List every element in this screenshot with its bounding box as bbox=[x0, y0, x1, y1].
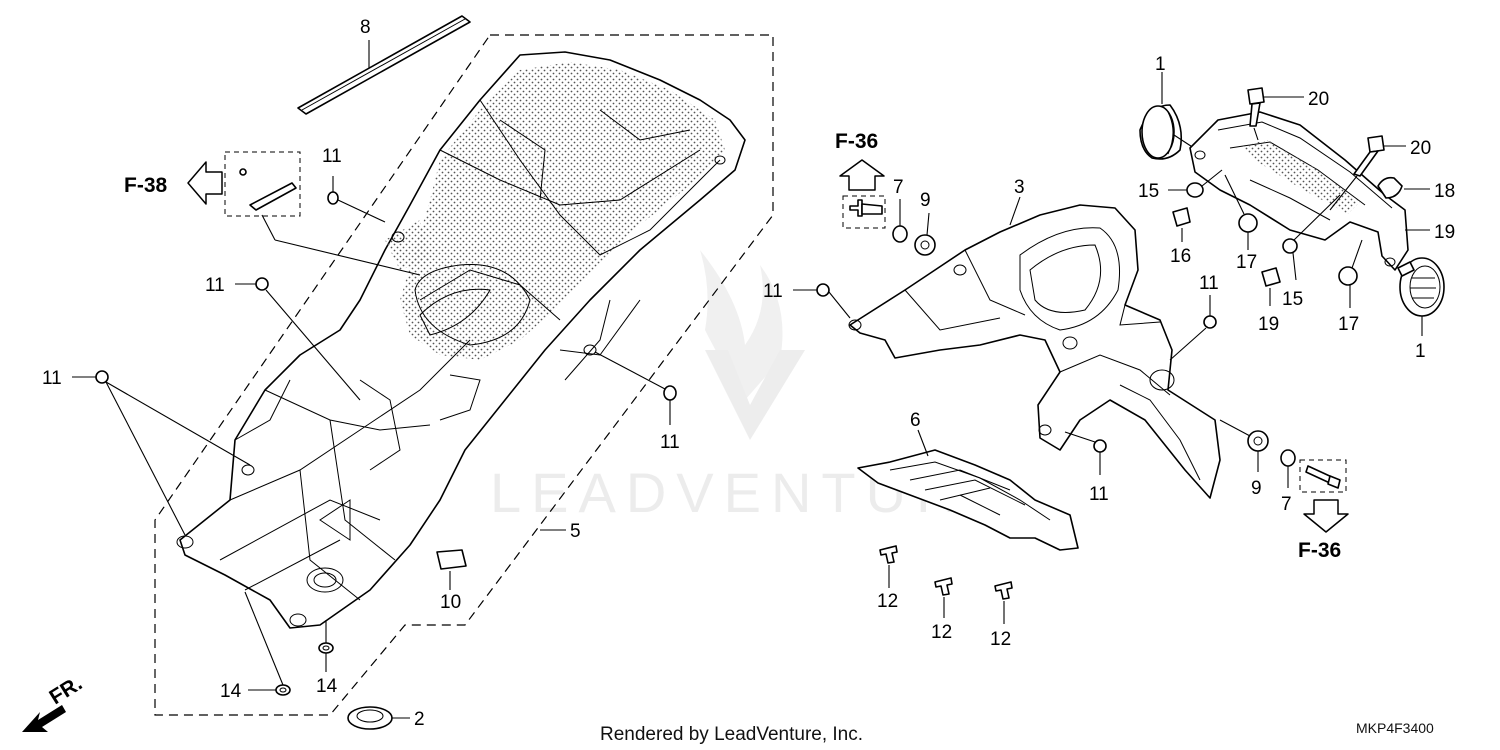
f38-reference: F-38 bbox=[124, 174, 168, 197]
fastener-11-right: 11 bbox=[594, 351, 680, 453]
callout-6: 6 bbox=[910, 410, 921, 431]
f36-top-arrow bbox=[839, 159, 885, 191]
screw-12-a: 12 bbox=[877, 545, 898, 612]
diagram-code: MKP4F3400 bbox=[1356, 720, 1434, 736]
screw-12-b: 12 bbox=[931, 577, 953, 643]
reflector-bracket-group: 1 19 20 20 15 bbox=[1138, 54, 1455, 362]
screw-12-c: 12 bbox=[990, 581, 1013, 650]
callout-20-b: 20 bbox=[1410, 138, 1431, 159]
callout-11-rear-left: 11 bbox=[763, 281, 783, 302]
callout-12-b: 12 bbox=[931, 622, 952, 643]
callout-18: 18 bbox=[1434, 181, 1455, 202]
callout-19-b: 19 bbox=[1258, 314, 1279, 335]
callout-8: 8 bbox=[360, 17, 371, 38]
f36-top-reference: F-36 bbox=[835, 130, 878, 153]
callout-3: 3 bbox=[1014, 177, 1025, 198]
callout-20-a: 20 bbox=[1308, 89, 1329, 110]
callout-9-top: 9 bbox=[920, 190, 931, 211]
nut-17-a: 17 bbox=[1224, 174, 1258, 273]
callout-15-a: 15 bbox=[1138, 181, 1159, 202]
callout-11-mid: 11 bbox=[205, 275, 225, 296]
callout-5: 5 bbox=[570, 521, 581, 542]
fastener-11-top: 11 bbox=[322, 146, 386, 223]
callout-9-low: 9 bbox=[1251, 478, 1262, 499]
f36-bottom-arrow bbox=[1303, 499, 1349, 533]
callout-14-b: 14 bbox=[316, 676, 338, 697]
callout-7-low: 7 bbox=[1281, 494, 1292, 515]
reflector-1-top: 1 bbox=[1139, 54, 1201, 160]
callout-11-top: 11 bbox=[322, 146, 342, 167]
callout-1-top: 1 bbox=[1155, 54, 1166, 75]
cap-18: 18 bbox=[1377, 176, 1455, 202]
cap-nut-19-b: 19 bbox=[1258, 267, 1281, 335]
callout-11-left: 11 bbox=[42, 368, 62, 389]
callout-15-b: 15 bbox=[1282, 289, 1303, 310]
callout-7-top: 7 bbox=[893, 177, 904, 198]
nut-17-b: 17 bbox=[1338, 239, 1363, 335]
inner-fender-texture bbox=[400, 62, 725, 360]
front-label: FR. bbox=[45, 672, 86, 709]
callout-11-right: 11 bbox=[660, 432, 680, 453]
nut-15-b: 15 bbox=[1282, 194, 1341, 310]
fastener-11-mid: 11 bbox=[205, 275, 361, 401]
callout-12-c: 12 bbox=[990, 629, 1011, 650]
callout-2: 2 bbox=[414, 709, 425, 730]
front-direction-indicator: FR. bbox=[22, 672, 86, 732]
rear-fender-group: F-36 7 9 3 11 bbox=[763, 130, 1349, 650]
f36-bottom-reference: F-36 bbox=[1298, 539, 1341, 562]
callout-16: 19 bbox=[1434, 222, 1455, 243]
callout-17-b: 17 bbox=[1338, 314, 1359, 335]
nut-15-a: 15 bbox=[1138, 169, 1223, 202]
bolt-20-a: 20 bbox=[1247, 87, 1329, 141]
part-5-outline bbox=[154, 34, 774, 716]
fastener-11-left: 11 bbox=[42, 368, 251, 536]
clip-inset-box bbox=[224, 151, 301, 217]
inner-fender-group: 8 10 F-38 11 11 bbox=[22, 15, 774, 732]
grommet-14-b: 14 bbox=[316, 620, 338, 697]
credit-text: Rendered by LeadVenture, Inc. bbox=[600, 724, 863, 745]
callout-19-a: 16 bbox=[1170, 246, 1191, 267]
grommet-2: 2 bbox=[347, 706, 425, 730]
part-16-bracket bbox=[1189, 111, 1409, 271]
callout-1-right: 1 bbox=[1415, 341, 1426, 362]
part-3-rear-fender bbox=[849, 204, 1221, 499]
reflector-1-right: 1 bbox=[1397, 257, 1445, 362]
cap-nut-19-a: 16 bbox=[1170, 207, 1191, 267]
part-10-pad bbox=[436, 549, 467, 570]
f38-arrow bbox=[187, 161, 223, 205]
callout-11-rear-right: 11 bbox=[1199, 273, 1219, 294]
part-6-lower-cover bbox=[857, 449, 1079, 551]
callout-17-a: 17 bbox=[1236, 252, 1257, 273]
bolt-20-b: 20 bbox=[1329, 135, 1431, 211]
callout-11-rear-low: 11 bbox=[1089, 484, 1109, 505]
callout-12-a: 12 bbox=[877, 591, 898, 612]
callout-14-a: 14 bbox=[220, 681, 242, 702]
callout-10: 10 bbox=[440, 592, 461, 613]
grommet-14-a: 14 bbox=[220, 591, 291, 702]
